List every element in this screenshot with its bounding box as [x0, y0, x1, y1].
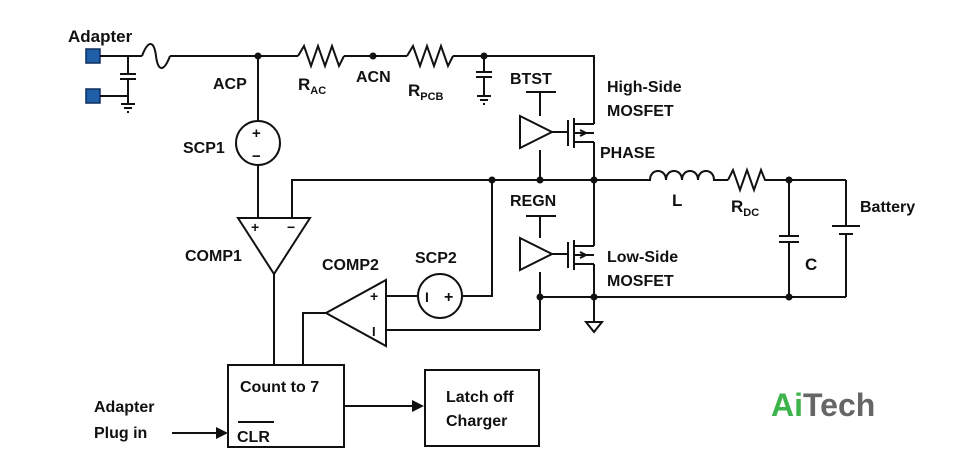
- regn-rail: [526, 215, 556, 238]
- comp2-plus: +: [370, 288, 378, 304]
- input-fuse: [141, 43, 171, 69]
- count-label: Count to 7: [240, 379, 319, 396]
- scp2-label: SCP2: [415, 250, 457, 267]
- phase-label: PHASE: [600, 145, 655, 162]
- adapter-plug-label-1: Adapter: [94, 399, 154, 416]
- bottom-node-2: [785, 293, 793, 301]
- acn-node: [369, 52, 377, 60]
- comp2-bar: I: [372, 324, 376, 339]
- low-side-body-arrow: [579, 251, 589, 259]
- capacitor-label: C: [805, 255, 817, 274]
- aitech-logo: AiTech: [771, 387, 875, 423]
- comp2-output-wire: [302, 312, 326, 365]
- rpcb-capacitor: [476, 56, 492, 96]
- high-side-label-2: MOSFET: [607, 103, 674, 120]
- rac-label: RAC: [298, 75, 326, 97]
- aitech-logo-part1: Ai: [771, 387, 803, 423]
- low-side-label-1: Low-Side: [607, 249, 678, 266]
- rpcb-resistor: [406, 42, 454, 70]
- low-side-label-2: MOSFET: [607, 273, 674, 290]
- low-side-mosfet: [567, 180, 595, 322]
- adapter-pad-ground: [85, 88, 101, 104]
- top-rail-wire: [453, 55, 595, 108]
- acn-label: ACN: [356, 69, 391, 86]
- inductor-label: L: [672, 191, 682, 210]
- rdc-label: RDC: [731, 197, 759, 219]
- adapter-plug-label-2: Plug in: [94, 425, 147, 442]
- high-side-mosfet: [567, 108, 595, 180]
- scp1-minus: −: [252, 148, 261, 165]
- input-ground-symbol: [121, 103, 135, 113]
- acp-label: ACP: [213, 76, 247, 93]
- inductor: [640, 170, 728, 181]
- high-side-label-1: High-Side: [607, 79, 682, 96]
- latch-label-1: Latch off: [446, 389, 514, 406]
- high-side-driver: [519, 114, 555, 150]
- battery: [832, 180, 860, 297]
- clr-label: CLR: [237, 429, 270, 446]
- count-to-latch-arrowhead: [412, 400, 424, 412]
- regn-label: REGN: [510, 193, 556, 210]
- battery-label: Battery: [860, 199, 915, 216]
- comp1-label: COMP1: [185, 248, 242, 265]
- scp1-plus: +: [252, 125, 261, 142]
- phase-sense-wire: [291, 179, 640, 218]
- btst-label: BTST: [510, 71, 552, 88]
- latch-label-2: Charger: [446, 413, 507, 430]
- comp1-minus: −: [287, 219, 295, 235]
- rpcb-ground-symbol: [477, 95, 491, 105]
- low-side-ground-symbol: [583, 321, 605, 334]
- comp2-label: COMP2: [322, 257, 379, 274]
- aitech-logo-part2: Tech: [803, 387, 875, 423]
- adapter-plug-arrowhead: [216, 427, 228, 439]
- scp2-plus: +: [444, 289, 453, 306]
- input-capacitor: [100, 56, 136, 104]
- adapter-pad-positive: [85, 48, 101, 64]
- latch-block: [424, 369, 540, 447]
- comp1-plus: +: [251, 219, 259, 235]
- phase-node-3: [536, 176, 544, 184]
- scp2-wire: [462, 180, 493, 297]
- adapter-label: Adapter: [68, 27, 133, 46]
- btst-rail: [526, 91, 556, 116]
- high-side-body-arrow: [579, 129, 589, 137]
- rdc-resistor: [727, 166, 846, 194]
- rpcb-label: RPCB: [408, 81, 444, 103]
- comp2-triangle: [323, 278, 387, 348]
- output-capacitor: [779, 180, 799, 297]
- scp1-label: SCP1: [183, 140, 225, 157]
- rac-resistor: [297, 42, 345, 70]
- low-side-driver: [519, 236, 555, 272]
- scp2-bar: I: [425, 289, 429, 305]
- comp1-triangle: [236, 217, 312, 276]
